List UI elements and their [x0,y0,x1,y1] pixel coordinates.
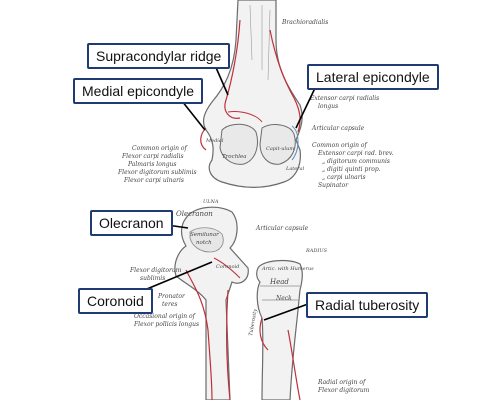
label-supinator: Supinator [318,182,349,189]
callout-lateral-epicondyle: Lateral epicondyle [307,64,439,90]
label-pronator-1: Pronator [157,293,186,300]
label-common-origin-ext-3: „ digitorum communis [322,158,390,165]
label-coronoid-bone: Coronoid [216,264,239,270]
label-lateral-bone: Lateral [285,166,305,172]
label-common-origin-ext-4: „ digiti quinti prop. [322,166,381,173]
label-trochlea: Trochlea [222,154,247,160]
label-fpl-1: Occasional origin of [134,313,197,320]
humerus-bone [200,0,303,188]
label-medial-bone: Medial [205,138,224,144]
label-articular-capsule-mid: Articular capsule [255,225,309,232]
humerus-small-labels: Brachioradialis Extensor carpi radialis … [117,19,394,189]
callout-olecranon: Olecranon [90,210,173,236]
label-fds-2: sublimis [140,275,165,282]
label-neck: Neck [275,295,292,302]
label-semilunar-1: Semilunar [190,232,219,238]
ulna-bone [174,206,249,400]
label-common-origin-ext-2: Extensor carpi rad. brev. [317,150,394,157]
label-radius: RADIUS [305,248,328,254]
label-common-origin-flex-2: Flexor carpi radialis [121,153,184,160]
label-head: Head [269,278,289,286]
label-common-origin-ext-5: „ carpi ulnaris [322,174,366,181]
label-semilunar-2: notch [196,240,212,246]
forearm-small-labels: ULNA Olecranon Semilunar notch Articular… [129,199,370,394]
callout-coronoid: Coronoid [78,288,153,314]
label-common-origin-ext-1: Common origin of [312,142,369,149]
radius-bone [256,259,303,400]
label-tuberosity: Tuberosity [248,308,259,336]
label-common-origin-flex-5: Flexor carpi ulnaris [123,177,184,184]
label-articular-capsule-top: Articular capsule [311,125,365,132]
label-radial-origin-2: Flexor digitorum [317,387,370,394]
label-capitulum: Capit-ulum [266,146,294,152]
label-common-origin-flex-1: Common origin of [132,145,189,152]
label-radial-origin-1: Radial origin of [317,379,367,386]
callout-supracondylar-ridge: Supracondylar ridge [87,43,231,69]
label-common-origin-flex-4: Flexor digitorum sublimis [117,169,197,176]
leader-radial-tuberosity [263,303,309,321]
label-fds-1: Flexor digitorum [129,267,182,274]
label-olecranon-bone: Olecranon [176,210,213,218]
callout-medial-epicondyle: Medial epicondyle [73,78,204,104]
label-ulna: ULNA [203,199,219,205]
callout-radial-tuberosity: Radial tuberosity [306,292,429,318]
leader-lateral-epicondyle [295,85,317,129]
label-fpl-2: Flexor pollicis longus [133,321,199,328]
label-artic-humerus: Artic. with Humerus [261,266,314,272]
label-ecrl-2: longus [318,103,338,110]
label-common-origin-flex-3: Palmaris longus [127,161,176,168]
label-pronator-2: teres [162,301,177,308]
label-brachioradialis: Brachioradialis [281,19,328,26]
label-ecrl-1: Extensor carpi radialis [309,95,379,102]
